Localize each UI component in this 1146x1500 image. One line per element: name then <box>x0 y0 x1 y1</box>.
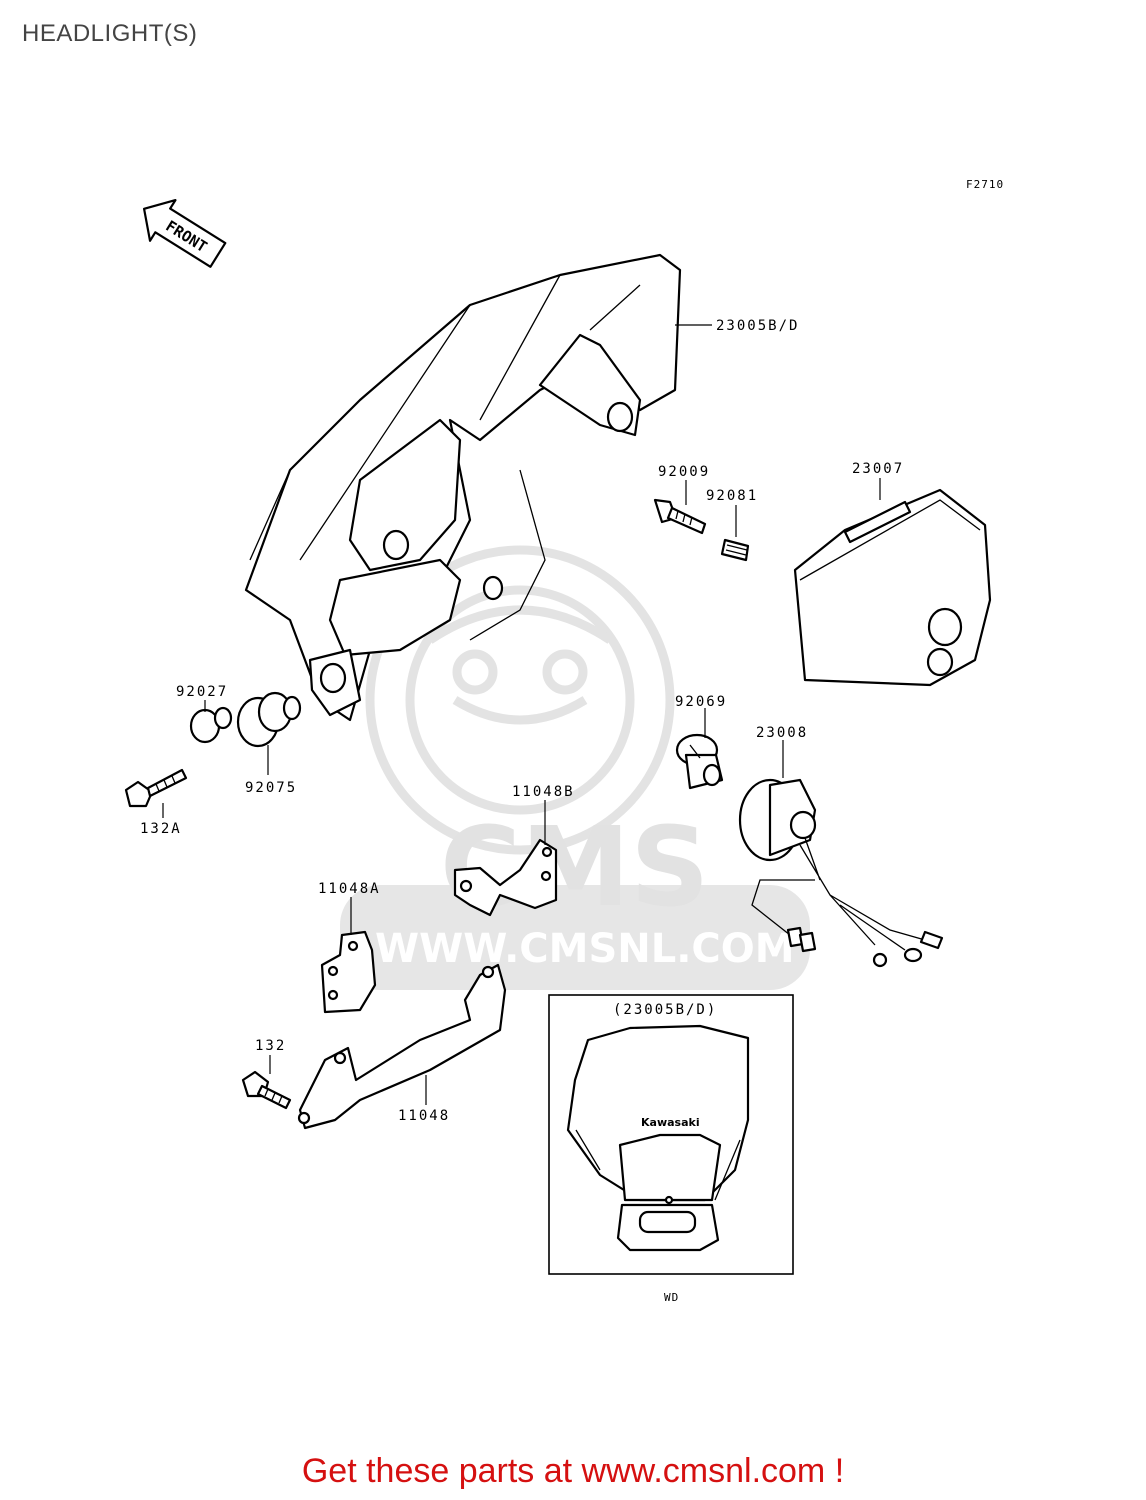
label-socket: 23008 <box>756 725 808 741</box>
socket-part <box>738 778 944 968</box>
label-bracket-a: 11048A <box>318 881 381 897</box>
bracket-11048a-part <box>320 930 377 1014</box>
label-screw: 92009 <box>658 464 710 480</box>
label-bracket-b: 11048B <box>512 784 575 800</box>
grommet-part <box>236 691 302 748</box>
label-lens: 23007 <box>852 461 904 477</box>
inset-label: (23005B/D) <box>613 1002 717 1018</box>
headlight-cover-part <box>244 253 682 722</box>
spring-part <box>720 538 750 562</box>
collar-part <box>189 706 233 744</box>
page-title: HEADLIGHT(S) <box>22 20 198 47</box>
inset-brand-text: Kawasaki <box>641 1116 700 1129</box>
inset-wd-box: (23005B/D) Kawasaki <box>548 994 794 1275</box>
label-bolt: 132 <box>255 1038 286 1054</box>
inset-caption: WD <box>664 1291 679 1304</box>
bolt-132-part <box>241 1070 292 1110</box>
figure-code: F2710 <box>966 178 1004 191</box>
label-stay: 11048 <box>398 1108 450 1124</box>
label-grommet: 92075 <box>245 780 297 796</box>
front-arrow-icon: FRONT <box>142 199 227 268</box>
stay-11048-part <box>297 963 507 1130</box>
label-bolt-a: 132A <box>140 821 182 837</box>
label-cover: 23005B/D <box>716 318 799 334</box>
label-collar: 92027 <box>176 684 228 700</box>
label-bulb: 92069 <box>675 694 727 710</box>
watermark-url: WWW.CMSNL.COM <box>375 926 795 972</box>
bracket-11048b-part <box>453 838 558 917</box>
bulb-part <box>675 733 724 790</box>
bolt-132a-part <box>124 768 188 808</box>
label-spring: 92081 <box>706 488 758 504</box>
headlight-lens-part <box>793 488 992 687</box>
screw-part <box>653 498 707 535</box>
footer-promo-link[interactable]: Get these parts at www.cmsnl.com ! <box>301 1452 845 1490</box>
headlight-exploded-diagram: CMS WWW.CMSNL.COM F2710 FRONT 23005B/D 2… <box>124 178 1004 1304</box>
